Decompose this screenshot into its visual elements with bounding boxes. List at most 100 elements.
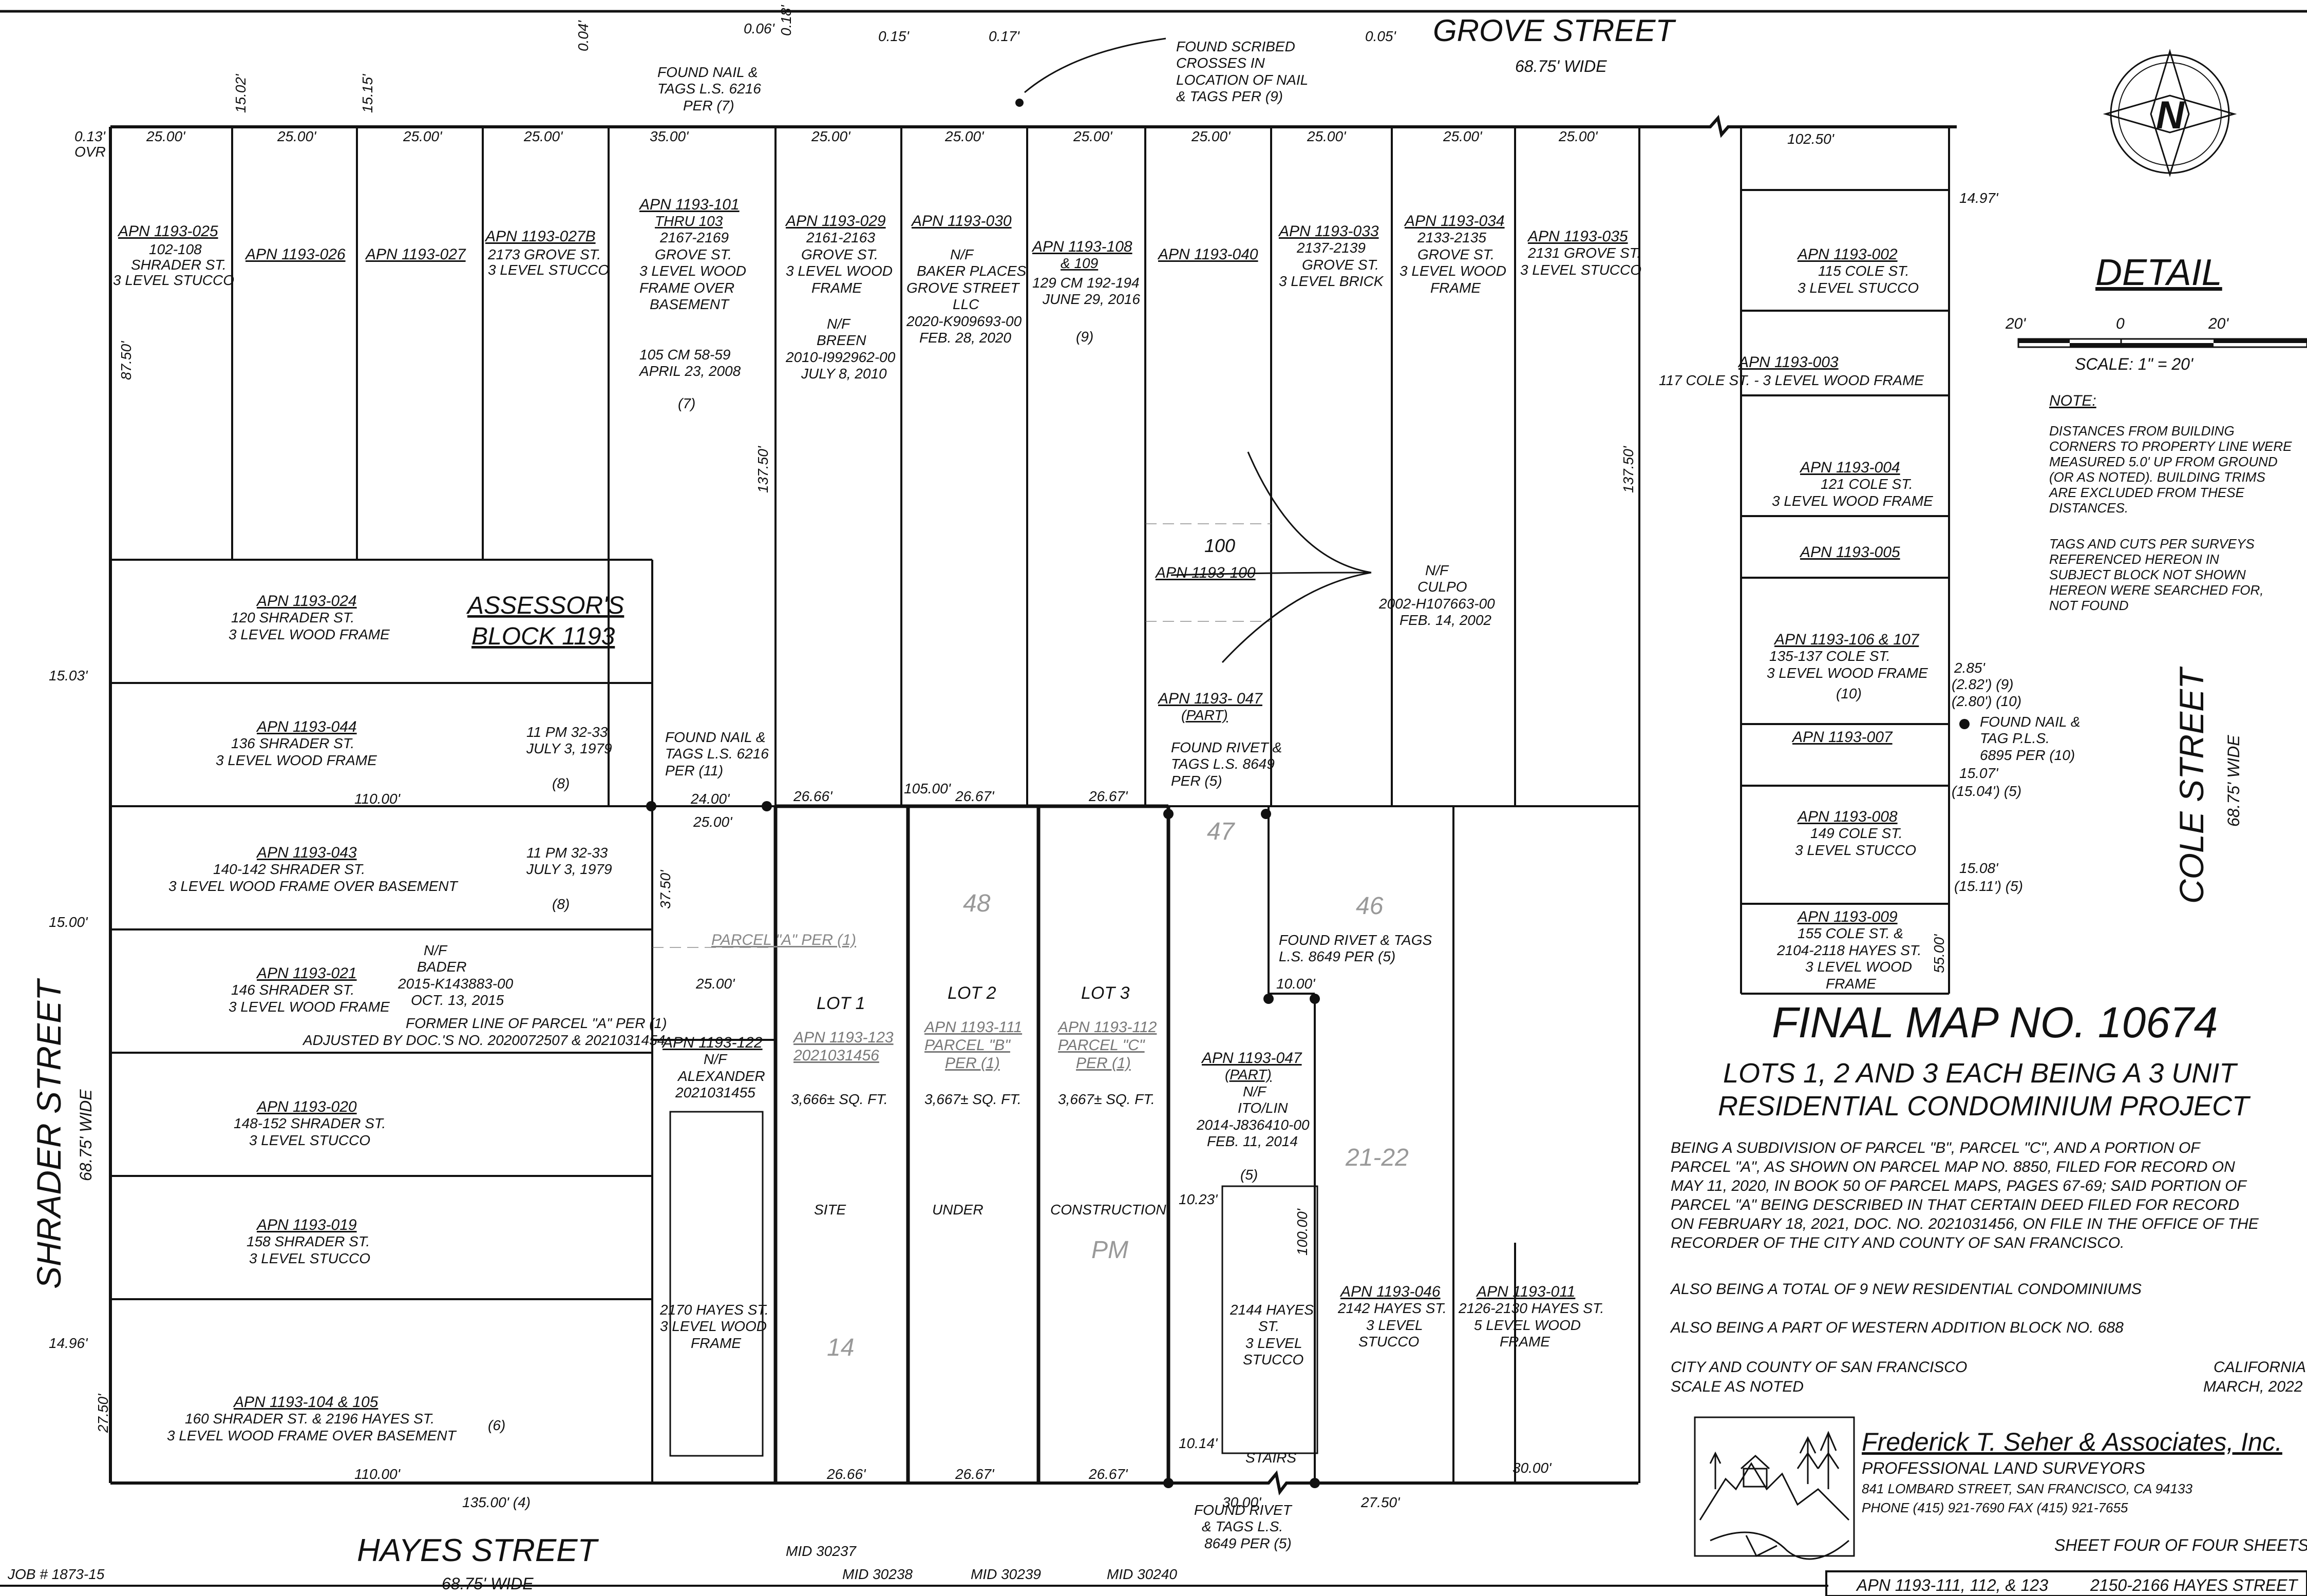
misc-labels-found-nail-3-1: TAG P.L.S. <box>1980 730 2050 746</box>
north-parcels-11-lines-1: 3 LEVEL STUCCO <box>1520 262 1641 278</box>
block-ref-numbers: 48 47 46 21-22 14 PM <box>827 818 1409 1361</box>
misc-labels-mid-3: MID 30240 <box>1107 1566 1177 1582</box>
dimensions-d-25a: 25.00' <box>693 814 733 830</box>
scale-label-right: 20' <box>2208 315 2229 332</box>
block-lines <box>109 37 1957 1496</box>
scale-as-noted: SCALE AS NOTED <box>1671 1378 1804 1395</box>
east-parcels-2-lines-1: 3 LEVEL WOOD FRAME <box>1772 493 1933 509</box>
title-block-description-3: PARCEL "A" BEING DESCRIBED IN THAT CERTA… <box>1671 1196 2239 1213</box>
south-parcels-3-lines-1: 5 LEVEL WOOD <box>1474 1317 1581 1333</box>
north-parcels-1-apn: APN 1193-026 <box>244 246 346 263</box>
east-parcels-6-apn: APN 1193-008 <box>1797 808 1898 825</box>
north-parcels-4-lines-5: BASEMENT <box>650 296 730 312</box>
dimensions-lot-back-2: 26.67' <box>1088 1466 1128 1482</box>
detail-title: DETAIL <box>2095 252 2222 293</box>
monument-markers <box>646 99 1970 1488</box>
north-parcels-5-lines-1: GROVE ST. <box>801 246 878 262</box>
west-parcels-4-apn: APN 1193-020 <box>256 1098 357 1115</box>
north-parcels-3-lines-1: 3 LEVEL STUCCO <box>488 262 609 278</box>
lots-1-sub2: PER (1) <box>945 1055 1000 1072</box>
detail-note-1-1: CORNERS TO PROPERTY LINE WERE <box>2049 439 2292 454</box>
dimensions-d-1504: (15.04') (5) <box>1952 783 2021 799</box>
misc-labels-bader-0: N/F <box>424 942 448 958</box>
misc-labels-pm-1-2: (8) <box>552 775 570 791</box>
north-parcels-4-lines-7: APRIL 23, 2008 <box>638 363 741 379</box>
dimensions-d-102: 102.50' <box>1787 131 1835 147</box>
west-parcels-1-lines-0: 136 SHRADER ST. <box>231 735 354 751</box>
north-parcels-6-lines-5: FEB. 28, 2020 <box>919 330 1011 346</box>
found-rivet-2: FOUND RIVET & TAGS L.S. 8649 PER (5) <box>1279 932 1432 964</box>
dimensions-d-004: 0.04' <box>575 20 591 51</box>
parcel-122: APN 1193-122 N/F ALEXANDER 2021031455 <box>661 1034 765 1100</box>
detail-block: DETAIL 20' 0 20' SCALE: 1" = 20' NOTE: D… <box>2005 252 2307 613</box>
monument-dot <box>1015 99 1024 107</box>
west-parcels-5-lines-1: 3 LEVEL STUCCO <box>249 1250 370 1266</box>
lots-2-watermark: CONSTRUCTION <box>1050 1202 1166 1218</box>
dimensions-depth: 137.50' <box>1620 445 1636 493</box>
west-parcels-3-lines-0: 146 SHRADER ST. <box>231 982 354 998</box>
north-parcels-10-lines-2: 3 LEVEL WOOD <box>1400 263 1506 279</box>
south-parcels-2-apn: APN 1193-046 <box>1339 1283 1441 1300</box>
north-parcels-10-apn: APN 1193-034 <box>1404 213 1505 230</box>
misc-labels-bader-2: 2015-K143883-00 <box>398 976 514 992</box>
sheet-frame <box>0 10 2307 1596</box>
west-parcels-0-lines-1: 3 LEVEL WOOD FRAME <box>229 626 390 642</box>
dimensions-d-1500: 15.00' <box>49 914 88 930</box>
misc-labels-hayes-2170-2: FRAME <box>691 1335 741 1351</box>
north-parcels-4-lines-1: 2167-2169 <box>659 230 729 245</box>
north-parcels-0-lines-1: SHRADER ST. <box>131 257 226 273</box>
label-apn-047-top-sub: (PART) <box>1181 707 1228 723</box>
north-parcels-4-lines-8: (7) <box>678 395 695 411</box>
dimensions-lot-front-2: 26.67' <box>1088 788 1128 804</box>
misc-labels-found-nail-3-0: FOUND NAIL & <box>1980 714 2081 730</box>
lots-0-area: 3,666± SQ. FT. <box>791 1091 888 1107</box>
dimensions-d-2750b: 27.50' <box>1360 1494 1401 1510</box>
dimensions-d-1502: 15.02' <box>233 73 249 113</box>
label-apn-100: APN 1193-100 <box>1155 564 1256 581</box>
block-line2: BLOCK 1193 <box>471 623 615 650</box>
north-parcels-5-frontage: 25.00' <box>811 128 851 144</box>
dimensions-d-110b: 110.00' <box>354 1466 401 1482</box>
footer-apn: APN 1193-111, 112, & 123 <box>1856 1576 2048 1594</box>
west-parcels-4-lines-0: 148-152 SHRADER ST. <box>234 1115 386 1131</box>
parcel-019: APN 1193-019 158 SHRADER ST. 3 LEVEL STU… <box>247 1217 370 1266</box>
misc-labels-found-nail-3-2: 6895 PER (10) <box>1980 747 2075 763</box>
parcel-004: APN 1193-004 121 COLE ST. 3 LEVEL WOOD F… <box>1772 459 1933 509</box>
dimensions-lot-back-1: 26.67' <box>955 1466 995 1482</box>
south-parcels-0-apn: APN 1193-122 <box>661 1034 763 1051</box>
misc-labels-hayes-2144-3: STUCCO <box>1243 1352 1303 1367</box>
label-apn-047-top: APN 1193- 047 <box>1157 690 1263 707</box>
north-parcels-7-lines-3: (9) <box>1076 329 1093 345</box>
misc-labels-found-nail-2-1: TAGS L.S. 6216 <box>665 746 769 762</box>
east-parcels-0-lines-1: 3 LEVEL STUCCO <box>1798 280 1919 296</box>
parcel-026: APN 1193-026 25.00' <box>244 128 346 263</box>
east-parcels-7-lines-0: 155 COLE ST. & <box>1798 925 1903 941</box>
north-parcels-6-lines-0: N/F <box>950 246 974 262</box>
dimensions-d-3750: 37.50' <box>657 869 673 909</box>
north-parcels-4-lines-0: THRU 103 <box>655 213 723 229</box>
south-parcels-0-lines-2: 2021031455 <box>675 1085 755 1100</box>
east-parcels-4-lines-1: 3 LEVEL WOOD FRAME <box>1767 665 1928 681</box>
pm-label-1: 11 PM 32-33 JULY 3, 1979 (8) <box>526 724 612 791</box>
detail-note-2-1: REFERENCED HEREON IN <box>2049 552 2219 567</box>
lots-2-apn: APN 1193-112 <box>1057 1019 1157 1036</box>
found-rivet-3: FOUND RIVET & TAGS L.S. 8649 PER (5) <box>1194 1502 1293 1551</box>
misc-labels-hayes-2144-0: 2144 HAYES <box>1230 1302 1314 1318</box>
misc-labels-former-line-1: ADJUSTED BY DOC.'S NO. 2020072507 & 2021… <box>302 1032 665 1048</box>
parcel-047-part: APN 1193-047 (PART) N/F ITO/LIN 2014-J83… <box>1196 1050 1310 1183</box>
misc-labels-mid-0: MID 30237 <box>786 1543 857 1559</box>
parcel-040: APN 1193-040 25.00' <box>1157 128 1258 263</box>
misc-labels-bader-3: OCT. 13, 2015 <box>411 992 504 1008</box>
misc-labels-pm-1-0: 11 PM 32-33 <box>526 724 608 740</box>
hayes-street-width: 68.75' WIDE <box>442 1574 534 1593</box>
north-parcels-3-frontage: 25.00' <box>523 128 563 144</box>
footer-address: 2150-2166 HAYES STREET <box>2090 1576 2299 1594</box>
dimensions-d-015: 0.15' <box>878 28 910 44</box>
lots-1-area: 3,667± SQ. FT. <box>924 1091 1022 1107</box>
monument-dot <box>1959 719 1970 729</box>
north-arrow: N <box>2103 48 2237 178</box>
east-parcels-0-lines-0: 115 COLE ST. <box>1818 263 1909 279</box>
east-parcels-7-lines-2: 3 LEVEL WOOD <box>1805 959 1912 975</box>
dimensions-d-013: 0.13' <box>74 128 106 144</box>
west-parcels-3-apn: APN 1193-021 <box>256 965 357 982</box>
